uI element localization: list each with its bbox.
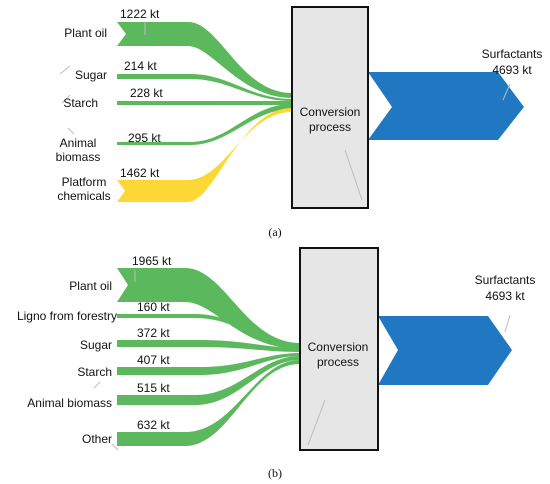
conversion-process-box-b — [299, 247, 379, 451]
flow-animal-biomass-a — [117, 104, 292, 145]
process-label-b: Conversion — [308, 340, 369, 354]
input-value-plant-oil-a: 1222 kt — [120, 7, 160, 21]
flow-platform-chemicals-a — [117, 108, 292, 202]
input-label-animal-biomass-b: Animal biomass — [27, 396, 112, 410]
flow-starch-b — [117, 353, 300, 375]
flow-sugar-a — [117, 74, 292, 101]
output-arrow-a — [368, 72, 524, 140]
input-value-platform-chemicals-a: 1462 kt — [120, 166, 160, 180]
leader-line — [502, 83, 511, 101]
leader-line — [59, 65, 71, 75]
output-arrow-b — [378, 316, 512, 385]
input-label-starch-a: Starch — [63, 96, 98, 110]
diagram-b: Plant oil Ligno from forestry Sugar Star… — [17, 247, 536, 480]
input-value-animal-biomass-a: 295 kt — [128, 131, 161, 145]
process-label-a-2: process — [309, 120, 351, 134]
leader-line — [344, 149, 363, 201]
input-label-other-b: Other — [82, 432, 112, 446]
leader-line — [307, 399, 326, 446]
caption-b: (b) — [268, 466, 282, 480]
input-value-sugar-a: 214 kt — [124, 59, 157, 73]
input-label-plant-oil-a: Plant oil — [64, 26, 107, 40]
conversion-process-box-a — [291, 6, 369, 209]
leader-line — [504, 314, 511, 333]
diagram-a: Plant oil Sugar Starch Animal biomass Pl… — [56, 6, 543, 239]
output-value-b: 4693 kt — [485, 289, 525, 303]
input-label-platform-chemicals-a: Platform — [62, 175, 107, 189]
leader-line — [111, 443, 119, 451]
input-value-plant-oil-b: 1965 kt — [132, 254, 172, 268]
output-label-a: Surfactants — [482, 47, 543, 61]
input-label-sugar-a: Sugar — [75, 68, 107, 82]
output-label-b: Surfactants — [475, 273, 536, 287]
input-value-sugar-b: 372 kt — [137, 326, 170, 340]
flow-plant-oil-b — [117, 268, 300, 349]
input-value-other-b: 632 kt — [137, 418, 170, 432]
input-label-animal-biomass-a: Animal — [60, 136, 97, 150]
flow-sugar-b — [117, 340, 300, 352]
process-label-b-2: process — [317, 355, 359, 369]
caption-a: (a) — [268, 225, 281, 239]
output-value-a: 4693 kt — [492, 63, 532, 77]
input-value-ligno-forestry-b: 160 kt — [137, 300, 170, 314]
input-label-starch-b: Starch — [77, 365, 112, 379]
input-value-starch-a: 228 kt — [130, 86, 163, 100]
process-label-a: Conversion — [300, 105, 361, 119]
input-label-sugar-b: Sugar — [80, 338, 112, 352]
flow-animal-biomass-b — [117, 356, 300, 405]
flow-plant-oil-a — [117, 22, 292, 98]
input-label-platform-chemicals-a-2: chemicals — [57, 189, 110, 203]
leader-line — [67, 127, 75, 135]
flow-starch-a — [117, 101, 292, 105]
flow-ligno-forestry-b — [117, 314, 300, 348]
input-label-plant-oil-b: Plant oil — [69, 279, 112, 293]
input-label-ligno-forestry-b: Ligno from forestry — [17, 309, 117, 323]
input-value-starch-b: 407 kt — [137, 353, 170, 367]
leader-line — [93, 381, 101, 389]
flow-other-b — [117, 360, 300, 446]
input-value-animal-biomass-b: 515 kt — [137, 381, 170, 395]
input-label-animal-biomass-a-2: biomass — [56, 150, 101, 164]
leader-line — [61, 94, 71, 104]
